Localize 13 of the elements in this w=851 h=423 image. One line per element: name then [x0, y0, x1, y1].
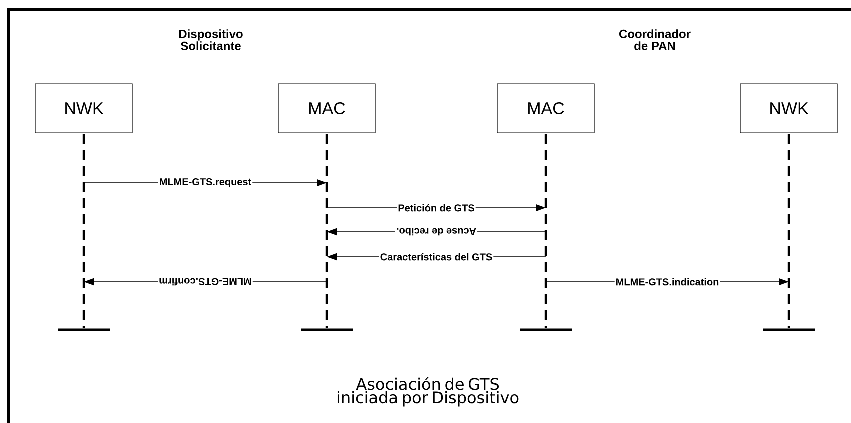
edge-label: Acuse de recibo. — [396, 227, 478, 237]
participant-heading: Dispositivo Solicitante — [179, 30, 243, 50]
edge-label: MLME-GTS.indication — [614, 277, 720, 287]
participant-heading: Coordinador de PAN — [620, 30, 691, 50]
layer-box: NWK — [35, 84, 133, 134]
edge-label: Petición de GTS — [397, 203, 476, 213]
layer-box: NWK — [740, 84, 838, 134]
edge-label: Características del GTS — [379, 252, 494, 262]
edge-label: MLME-GTS.request — [158, 177, 253, 189]
layer-box: MAC — [497, 84, 595, 134]
layer-box: MAC — [278, 84, 376, 134]
edge-label: MLME-GTS.confirm — [158, 277, 253, 287]
caption: Asociación de GTS iniciada por Dispositivo — [338, 377, 519, 407]
